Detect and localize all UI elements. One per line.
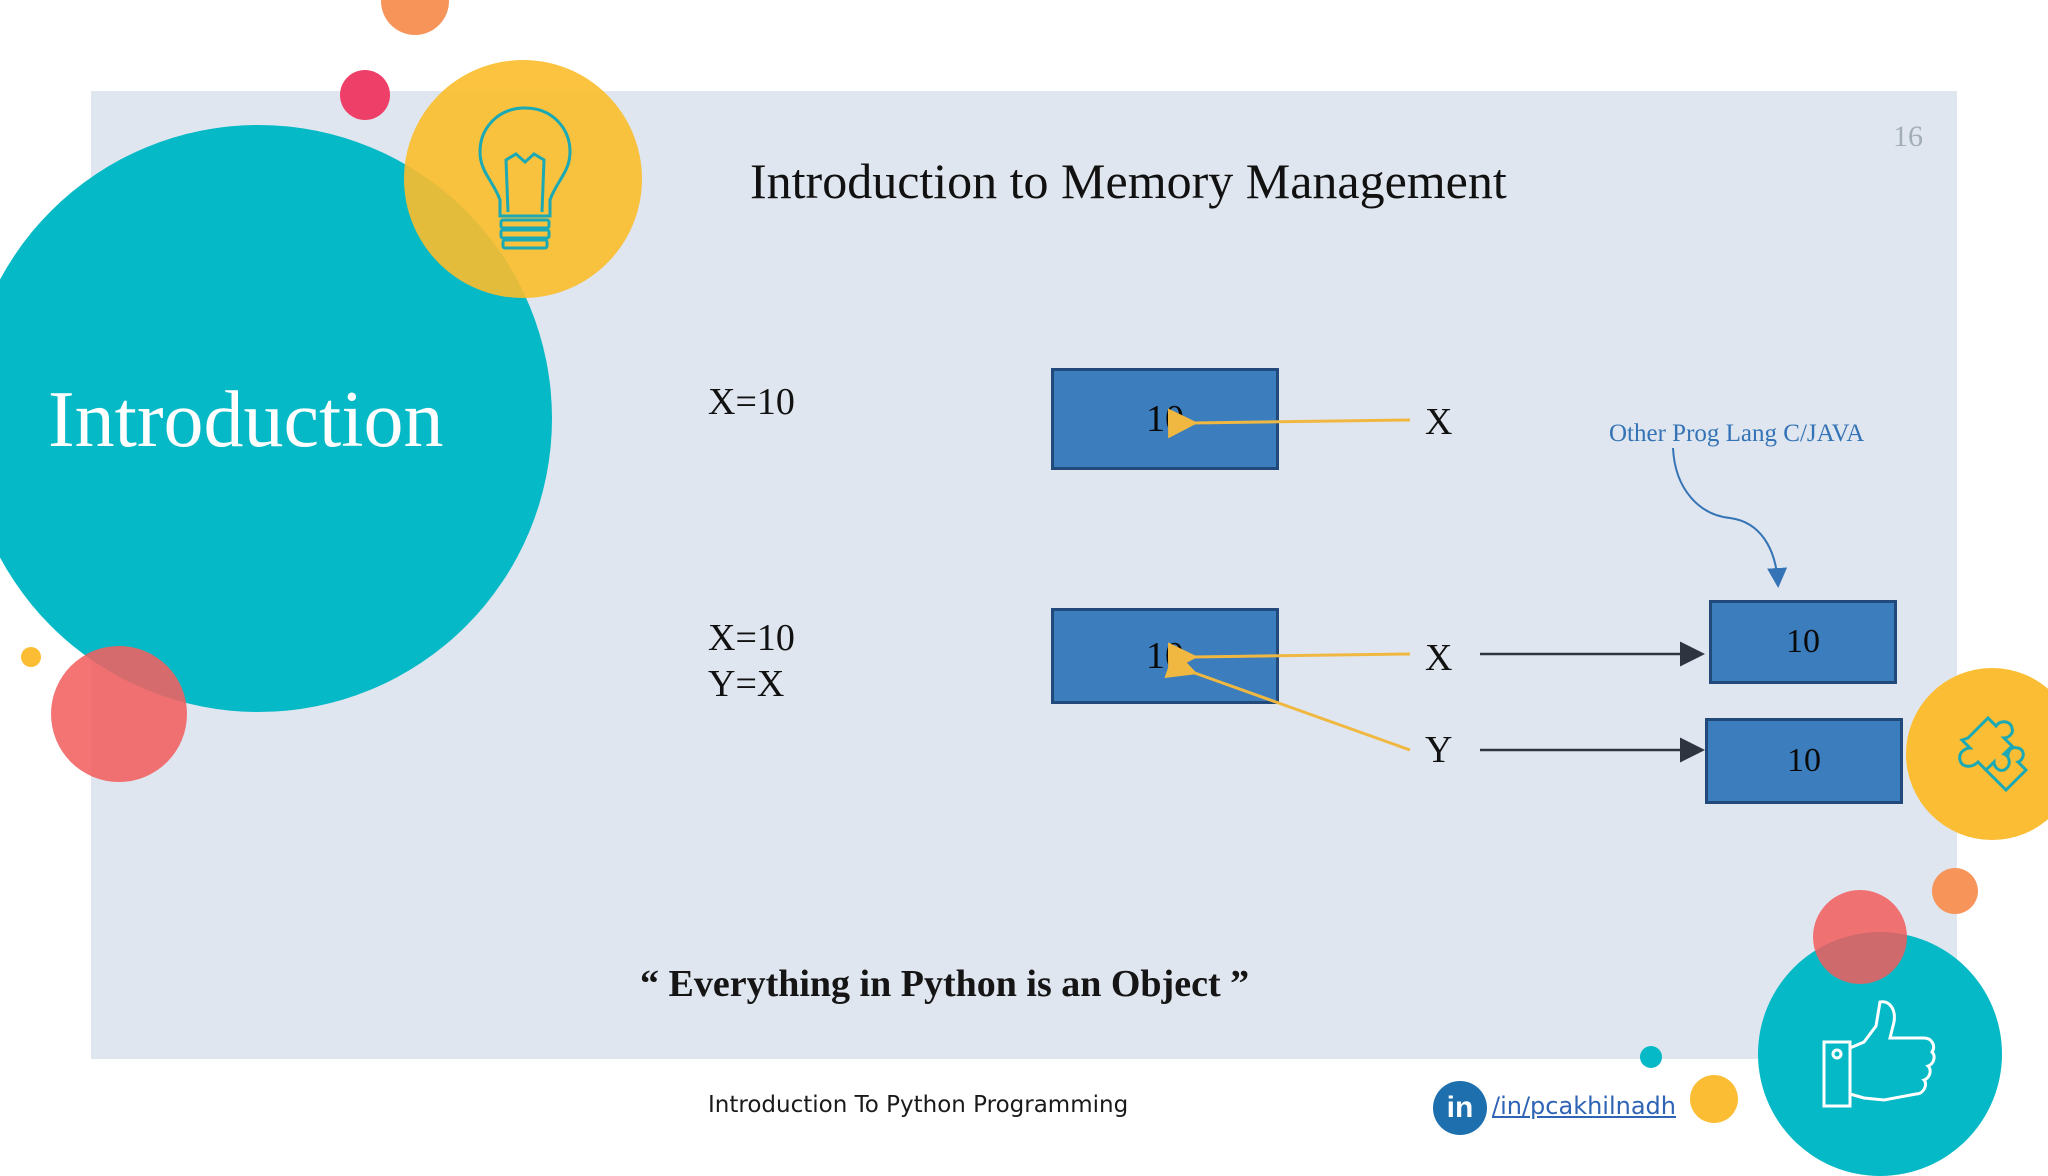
variable-label-x2: X (1425, 637, 1453, 679)
code-snippet-2-line1: X=10 (708, 617, 795, 659)
memory-box-1-value: 10 (1146, 398, 1184, 440)
memory-box-2: 10 (1051, 608, 1279, 704)
other-lang-box-1-value: 10 (1786, 623, 1820, 660)
slide-title: Introduction to Memory Management (750, 153, 1507, 209)
page-number: 16 (1893, 120, 1923, 153)
pink-circle-small (340, 70, 390, 120)
footer-text: Introduction To Python Programming (708, 1092, 1129, 1118)
section-title: Introduction (48, 376, 444, 464)
variable-label-x1: X (1425, 401, 1453, 443)
thumbs-up-icon (1822, 1000, 1936, 1108)
memory-box-2-value: 10 (1146, 635, 1184, 677)
other-lang-box-2: 10 (1705, 718, 1903, 804)
code-snippet-2-line2: Y=X (708, 663, 785, 705)
yellow-circle-bulb (404, 60, 642, 298)
yellow-dot-bottom (1690, 1075, 1738, 1123)
variable-label-y: Y (1425, 729, 1453, 771)
code-snippet-1: X=10 (708, 381, 795, 423)
other-lang-box-1: 10 (1709, 600, 1897, 684)
linkedin-link[interactable]: /in/pcakhilnadh (1492, 1092, 1676, 1120)
coral-circle-left (51, 646, 187, 782)
quote: “ Everything in Python is an Object ” (640, 963, 1250, 1005)
memory-box-1: 10 (1051, 368, 1279, 470)
other-lang-box-2-value: 10 (1787, 742, 1821, 779)
other-lang-annotation: Other Prog Lang C/JAVA (1609, 420, 1865, 447)
orange-dot-right (1932, 868, 1978, 914)
orange-circle-top (381, 0, 449, 35)
yellow-dot-left (21, 647, 41, 667)
puzzle-icon (1958, 715, 2029, 793)
teal-dot-small (1640, 1046, 1662, 1068)
coral-circle-right (1813, 890, 1907, 984)
linkedin-icon[interactable]: in (1433, 1081, 1487, 1135)
lightbulb-icon (478, 106, 572, 250)
linkedin-badge-text: in (1446, 1091, 1474, 1124)
